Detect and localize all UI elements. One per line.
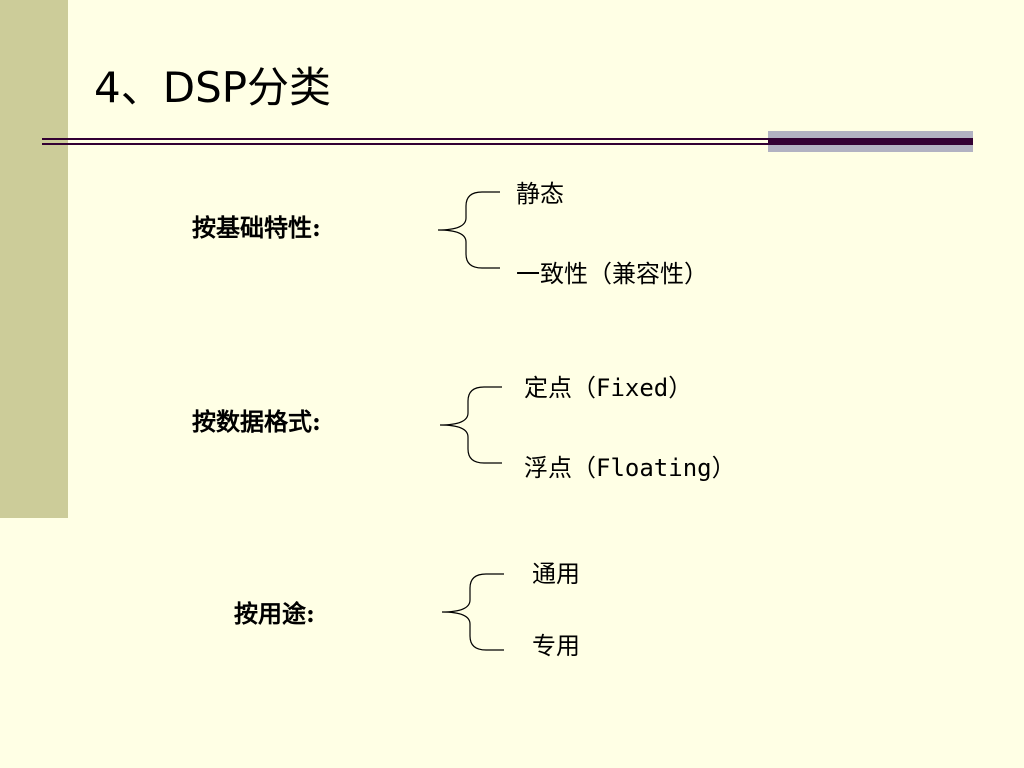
left-brace-icon (437, 191, 500, 269)
decorative-side-bar (0, 0, 68, 518)
group-label-data-format: 按数据格式: (192, 407, 321, 436)
group-label-basic-characteristics: 按基础特性: (192, 213, 321, 242)
group-item-static: 静态 (516, 180, 564, 208)
title-rule-line (42, 138, 973, 140)
group-item-consistency: 一致性（兼容性） (516, 260, 708, 288)
title-rule-line-lower (42, 143, 973, 145)
slide-title: 4、DSP分类 (94, 63, 332, 112)
group-item-general-purpose: 通用 (532, 560, 580, 588)
left-brace-icon (439, 386, 502, 464)
title-rule-accent-line (768, 140, 973, 143)
group-item-floating-point: 浮点（Floating） (524, 454, 736, 482)
group-label-usage: 按用途: (234, 599, 315, 628)
left-brace-icon (441, 573, 504, 651)
group-item-special-purpose: 专用 (532, 632, 580, 660)
group-item-fixed-point: 定点（Fixed） (524, 374, 693, 402)
